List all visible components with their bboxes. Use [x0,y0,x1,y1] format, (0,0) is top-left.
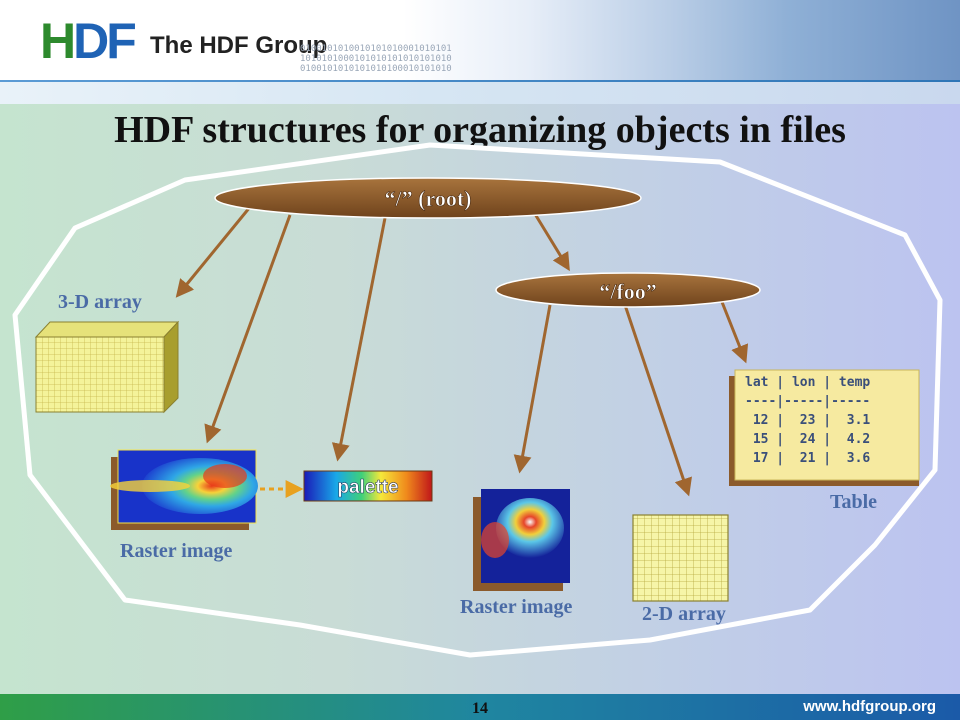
logo-letter-d: D [73,13,109,69]
file-boundary [12,142,943,658]
raster-image-1-label: Raster image [120,540,232,562]
footer-url: www.hdfgroup.org [803,698,936,715]
slide-title: HDF structures for organizing objects in… [114,109,846,151]
2d-array-object[interactable] [632,514,729,602]
raster-image-1-object[interactable] [110,449,258,530]
3d-array-object[interactable] [34,320,180,414]
arrow-root-to-palette [331,217,387,462]
root-group-node[interactable]: “/” (root) [214,177,642,219]
binary-line: 0100101010010101010001010101 [300,44,452,54]
3d-array-label: 3-D array [58,291,142,313]
2d-array-label: 2-D array [642,603,726,625]
foo-group-node[interactable]: “/foo” [495,272,761,308]
table-line: lat | lon | temp [745,375,870,390]
arrow-root-to-foo [533,213,570,272]
table-label: Table [830,491,877,513]
binary-decoration: 0100101010010101010001010101 10101010001… [300,44,452,74]
table-line: ----|-----|----- [745,394,870,409]
foo-group-label: “/foo” [599,279,656,304]
logo-letter-h: H [40,13,76,69]
binary-line: 0100101010101010100010101010 [300,64,452,74]
raster-image-2-label: Raster image [460,596,572,618]
arrow-root-to-3d-array [175,206,252,298]
hdf-logo: HDF [40,12,137,70]
org-name: The HDF Group [150,32,328,59]
root-group-label: “/” (root) [385,186,472,211]
logo-letter-f: F [106,13,136,69]
page-number: 14 [472,700,488,717]
table-object[interactable]: lat | lon | temp ----|-----|----- 12 | 2… [729,369,920,486]
palette-object[interactable]: palette [303,470,433,502]
arrow-foo-to-raster2 [513,304,552,474]
arrow-root-to-raster1 [204,214,292,444]
header-band [0,82,960,104]
table-line: 17 | 21 | 3.6 [745,451,870,466]
header-banner [0,0,960,82]
header-divider [0,80,960,83]
table-line: 15 | 24 | 4.2 [745,432,870,447]
arrow-foo-to-table [720,301,749,364]
arrow-foo-to-2d-array [623,304,692,497]
raster-image-2-object[interactable] [473,489,570,591]
binary-line: 1010101000101010101010101010 [300,54,452,64]
table-line: 12 | 23 | 3.1 [745,413,870,428]
palette-label: palette [337,477,398,498]
footer-bar [0,694,960,720]
